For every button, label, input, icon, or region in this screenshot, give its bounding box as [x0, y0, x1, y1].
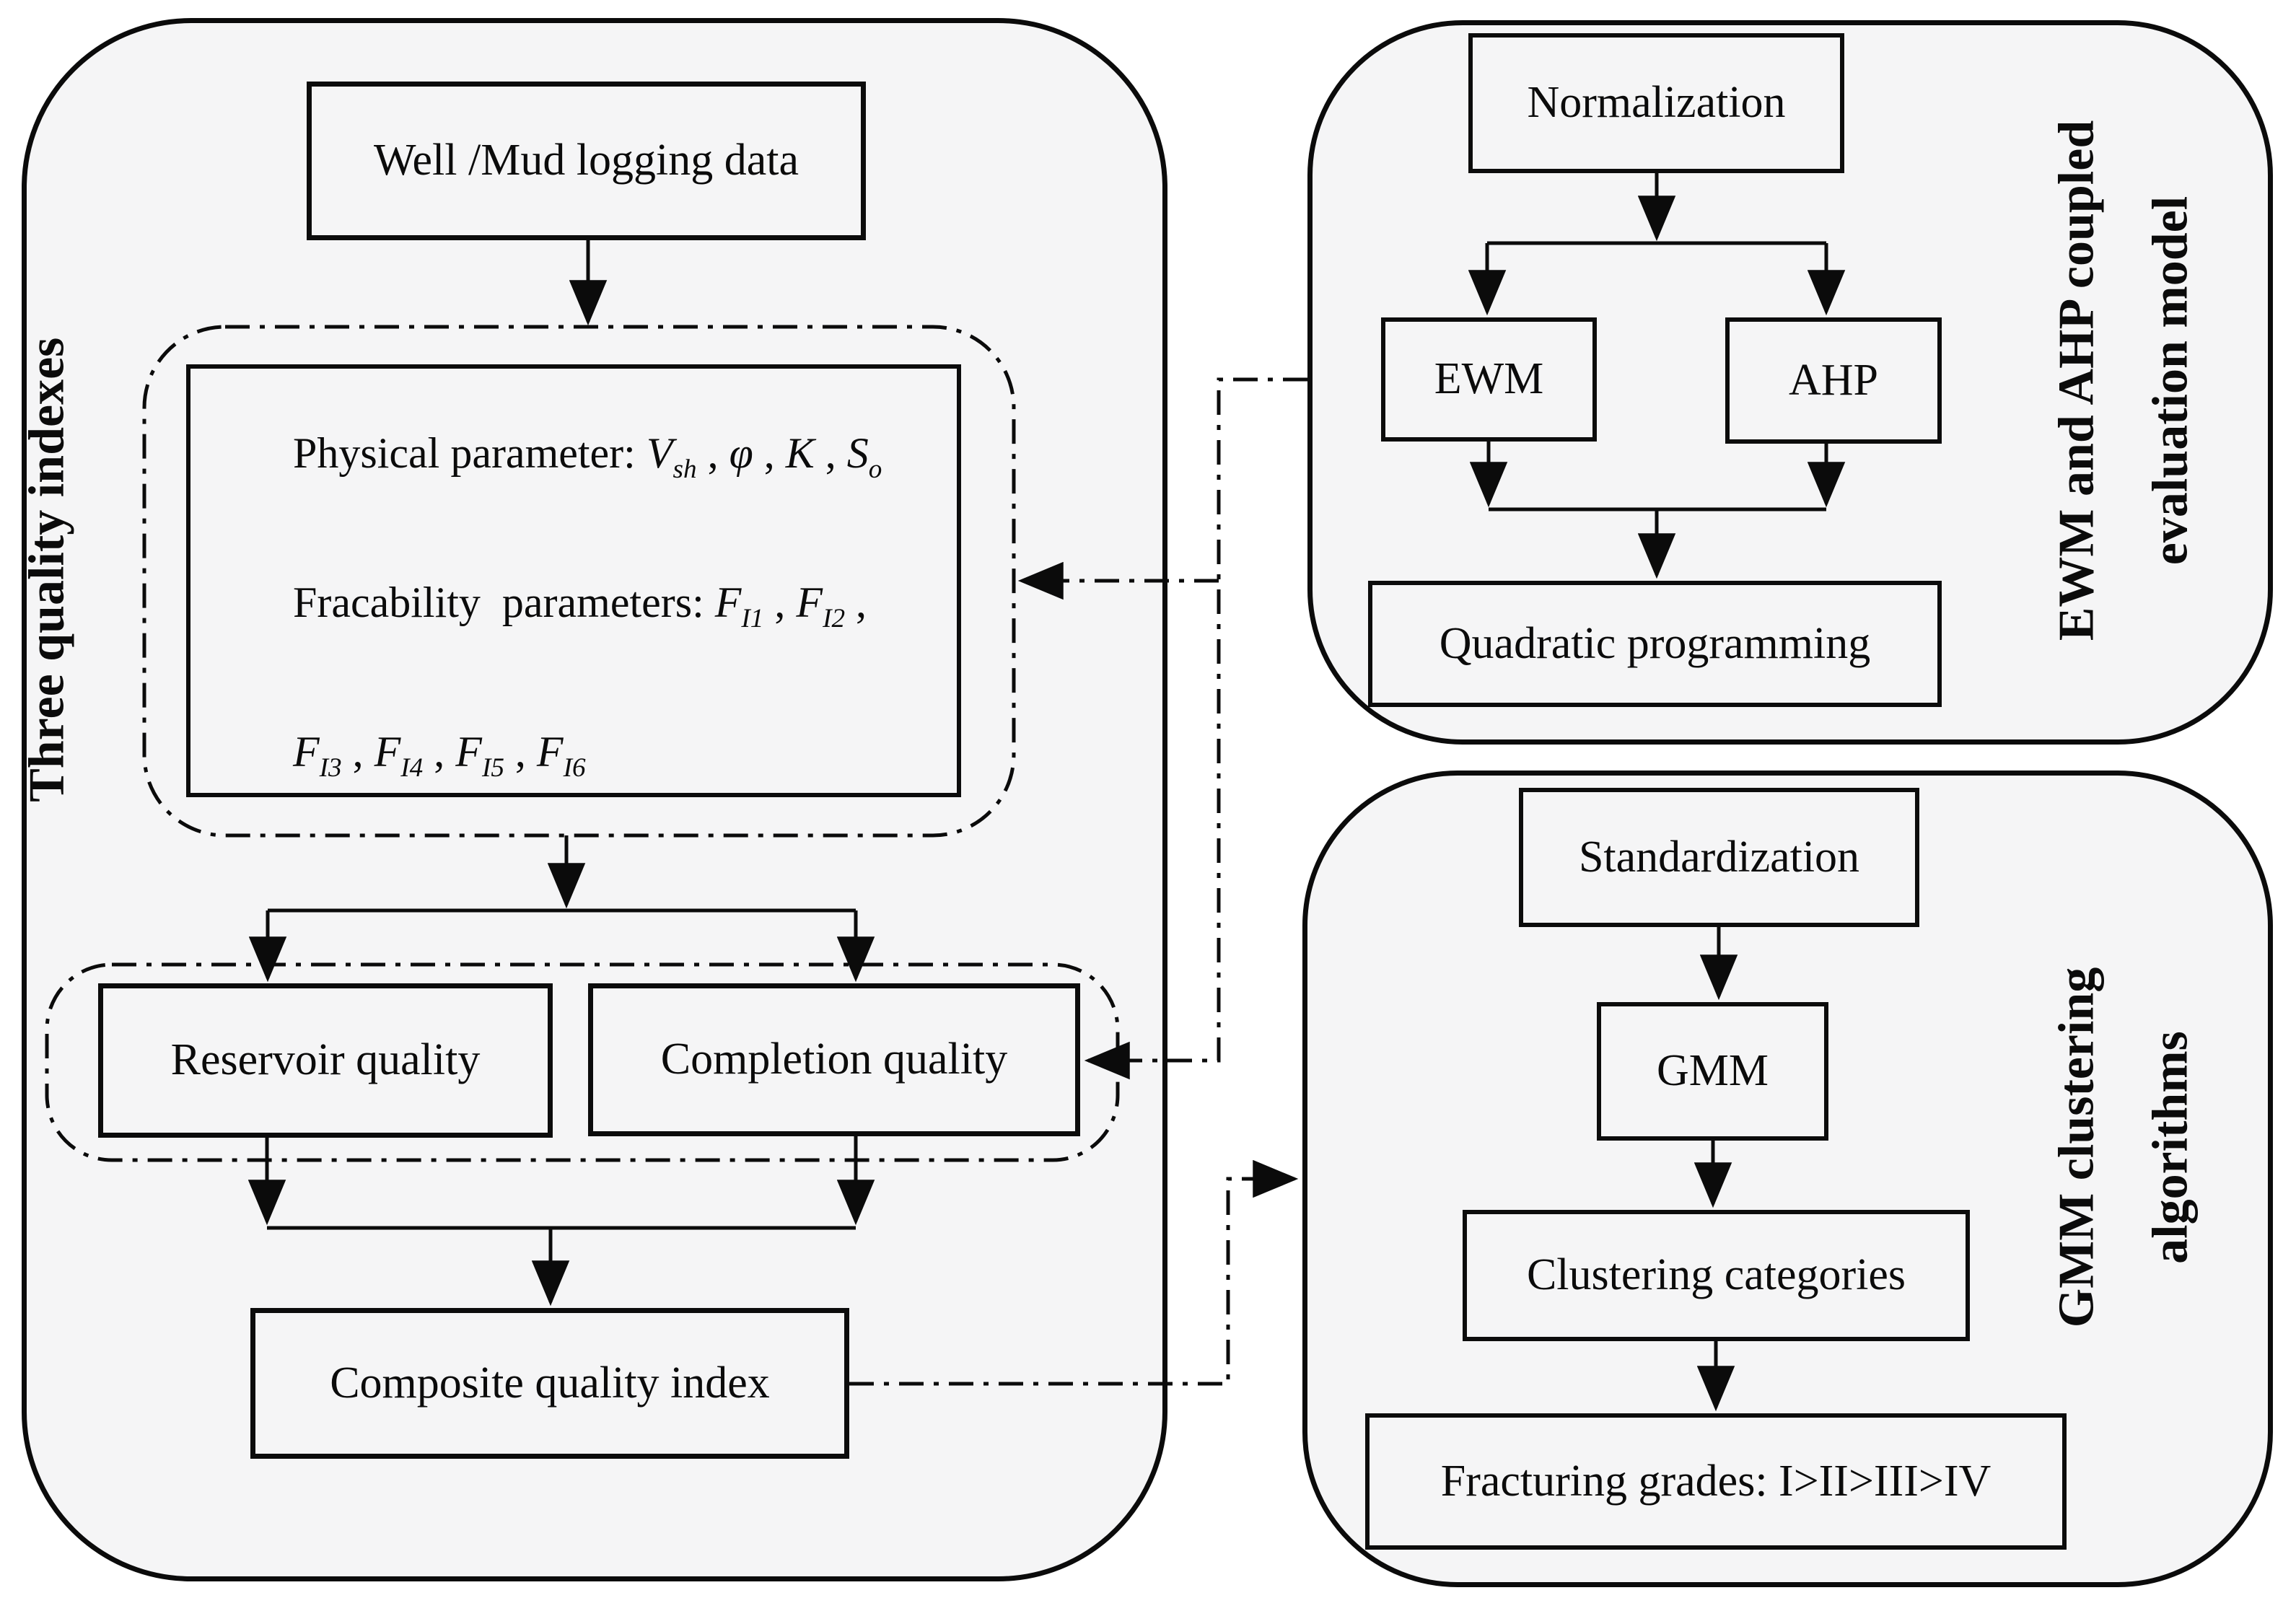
reservoir-quality-label: Reservoir quality	[170, 1035, 481, 1085]
ewm-ahp-model-label: EWM and AHP coupled evaluation model	[2031, 108, 2215, 653]
gmm-box: GMM	[1597, 1002, 1828, 1141]
gmm-clustering-label-text: GMM clustering algorithms	[2049, 967, 2198, 1327]
connector-ewm-to-completion-quality	[1084, 377, 1307, 1080]
var-fi5: F	[455, 728, 482, 776]
clustering-categories-label: Clustering categories	[1526, 1250, 1906, 1300]
three-quality-indexes-label-text: Three quality indexes	[19, 337, 75, 803]
three-quality-indexes-label: Three quality indexes	[0, 310, 94, 830]
fracability-parameters-line-1: Fracability parameters: FI1 , FI2 ,	[293, 579, 867, 634]
var-fi2: F	[796, 579, 823, 626]
composite-quality-index-label: Composite quality index	[330, 1358, 770, 1408]
completion-quality-label: Completion quality	[660, 1035, 1008, 1084]
composite-quality-index-box: Composite quality index	[250, 1308, 849, 1459]
fracturing-grades-box: Fracturing grades: I>II>III>IV	[1365, 1413, 2067, 1550]
ewm-label: EWM	[1434, 354, 1544, 404]
fracturing-grades-label: Fracturing grades: I>II>III>IV	[1440, 1456, 1992, 1506]
physical-parameters-line: Physical parameter: Vsh , φ , K , So	[293, 429, 882, 485]
var-fi3: F	[293, 728, 320, 776]
normalization-label: Normalization	[1527, 78, 1786, 128]
fracability-parameters-line-2: FI3 , FI4 , FI5 , FI6	[293, 728, 586, 783]
var-phi: φ	[729, 429, 753, 477]
var-so: S	[846, 429, 869, 477]
clustering-categories-box: Clustering categories	[1463, 1210, 1970, 1341]
quadratic-programming-box: Quadratic programming	[1368, 581, 1942, 707]
quality-boxes-dashed-frame	[45, 962, 1120, 1162]
var-fi4: F	[374, 728, 401, 776]
standardization-label: Standardization	[1578, 832, 1860, 882]
ewm-box: EWM	[1381, 317, 1597, 442]
ahp-label: AHP	[1788, 355, 1879, 405]
ahp-box: AHP	[1725, 317, 1942, 444]
var-k: K	[785, 429, 815, 477]
reservoir-quality-box: Reservoir quality	[98, 983, 553, 1138]
ewm-ahp-model-label-text: EWM and AHP coupled evaluation model	[2049, 120, 2198, 641]
parameters-box: Physical parameter: Vsh , φ , K , So Fra…	[186, 364, 961, 797]
parameters-dashed-frame	[142, 325, 1016, 838]
gmm-label: GMM	[1656, 1046, 1769, 1096]
connector-composite-to-gmm	[849, 1159, 1299, 1386]
gmm-clustering-label: GMM clustering algorithms	[2031, 887, 2215, 1407]
well-mud-logging-data-box: Well /Mud logging data	[307, 82, 866, 240]
completion-quality-box: Completion quality	[588, 983, 1080, 1136]
var-fi6: F	[536, 728, 564, 776]
well-mud-logging-data-label: Well /Mud logging data	[373, 136, 799, 185]
quadratic-programming-label: Quadratic programming	[1439, 618, 1871, 668]
normalization-box: Normalization	[1468, 33, 1844, 173]
var-vsh: V	[646, 429, 673, 477]
var-fi1: F	[714, 579, 742, 626]
standardization-box: Standardization	[1519, 788, 1919, 927]
